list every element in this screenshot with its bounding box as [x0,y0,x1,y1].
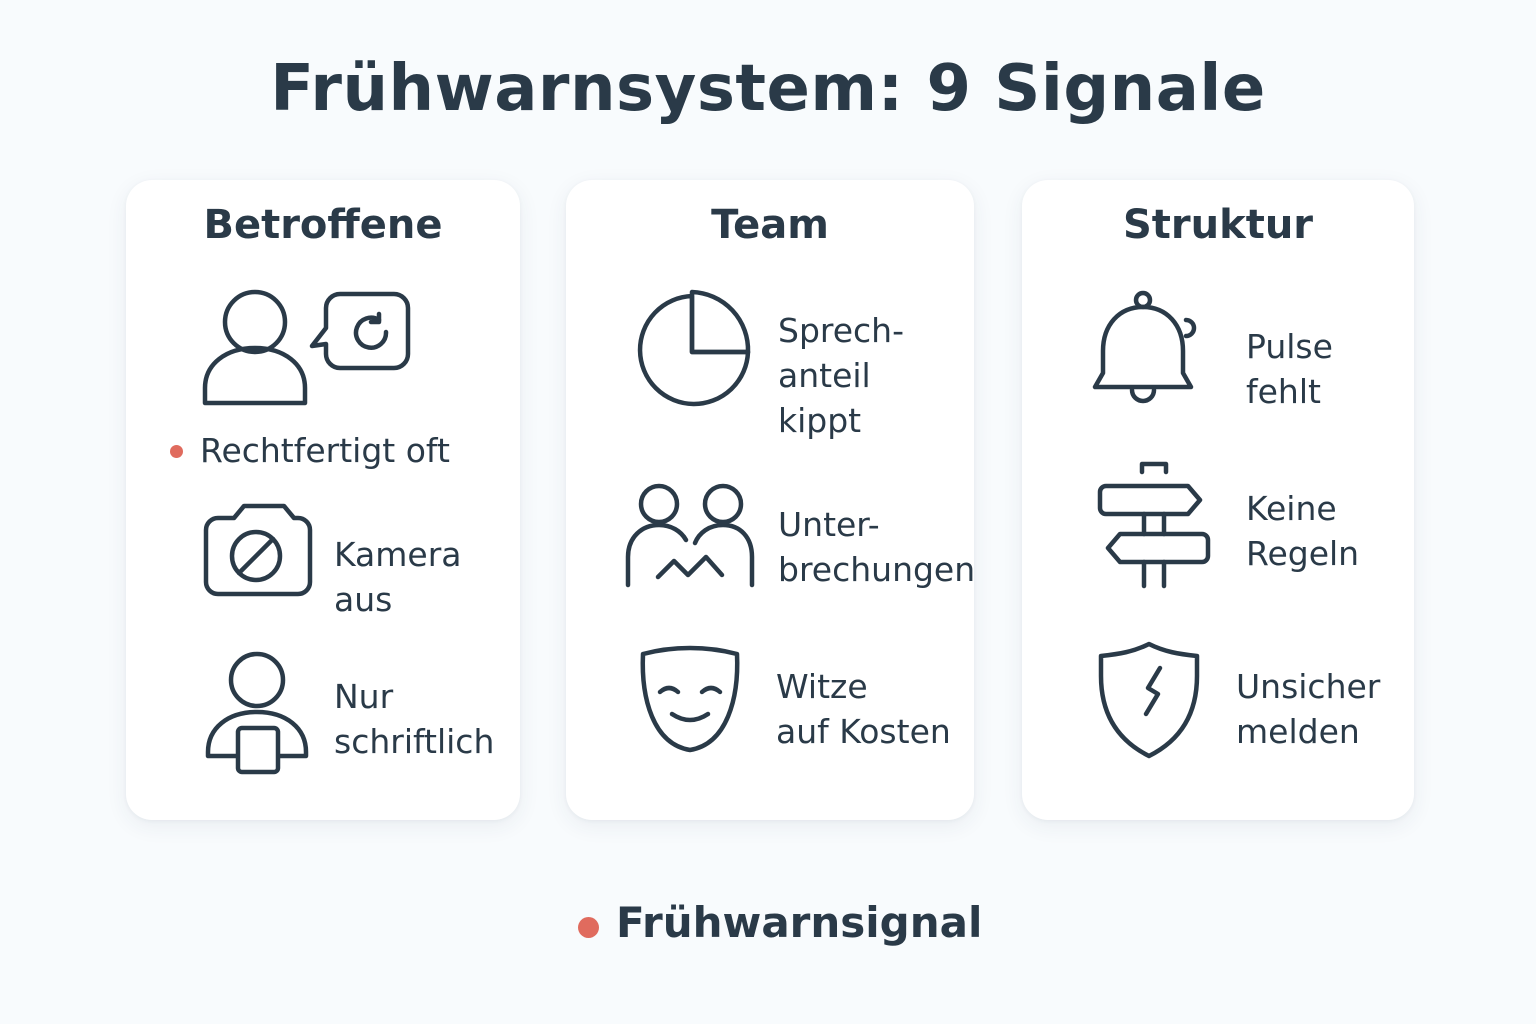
column-betroffene: Betroffene Rechtfertigt oft Kamera aus [126,180,520,820]
signal-label: Pulse fehlt [1246,327,1333,411]
signal-label: Rechtfertigt oft [200,431,450,470]
pie-chart-icon [637,289,751,407]
column-heading: Team [711,202,829,248]
legend-label: Frühwarnsignal [616,898,983,947]
early-warning-dot [170,445,183,458]
page-title: Frühwarnsystem: 9 Signale [270,52,1266,126]
column-heading: Struktur [1122,202,1314,248]
person-speech-bubble-icon [202,289,411,406]
signal-label: Witze auf Kosten [776,667,951,751]
person-tablet-icon [205,651,309,775]
column-team: Team Sprech- anteil kippt Unter- brechun… [566,180,976,820]
cracked-shield-icon [1098,641,1200,759]
red-dot-icon [578,917,599,938]
signal-label: Unter- brechungen [778,505,976,589]
mask-icon [640,645,740,753]
bell-icon [1092,290,1197,404]
column-struktur: Struktur Pulse fehlt Keine Regeln [1022,180,1414,820]
signal-label: Unsicher melden [1236,667,1381,751]
signal-label: Nur schriftlich [334,677,495,761]
signal-label: Sprech- anteil kippt [778,311,905,440]
two-people-icon [625,483,755,588]
camera-off-icon [203,503,313,597]
signal-label: Keine Regeln [1246,489,1360,573]
signpost-icon [1097,461,1211,589]
signal-label: Kamera aus [334,535,462,619]
column-heading: Betroffene [203,202,443,248]
